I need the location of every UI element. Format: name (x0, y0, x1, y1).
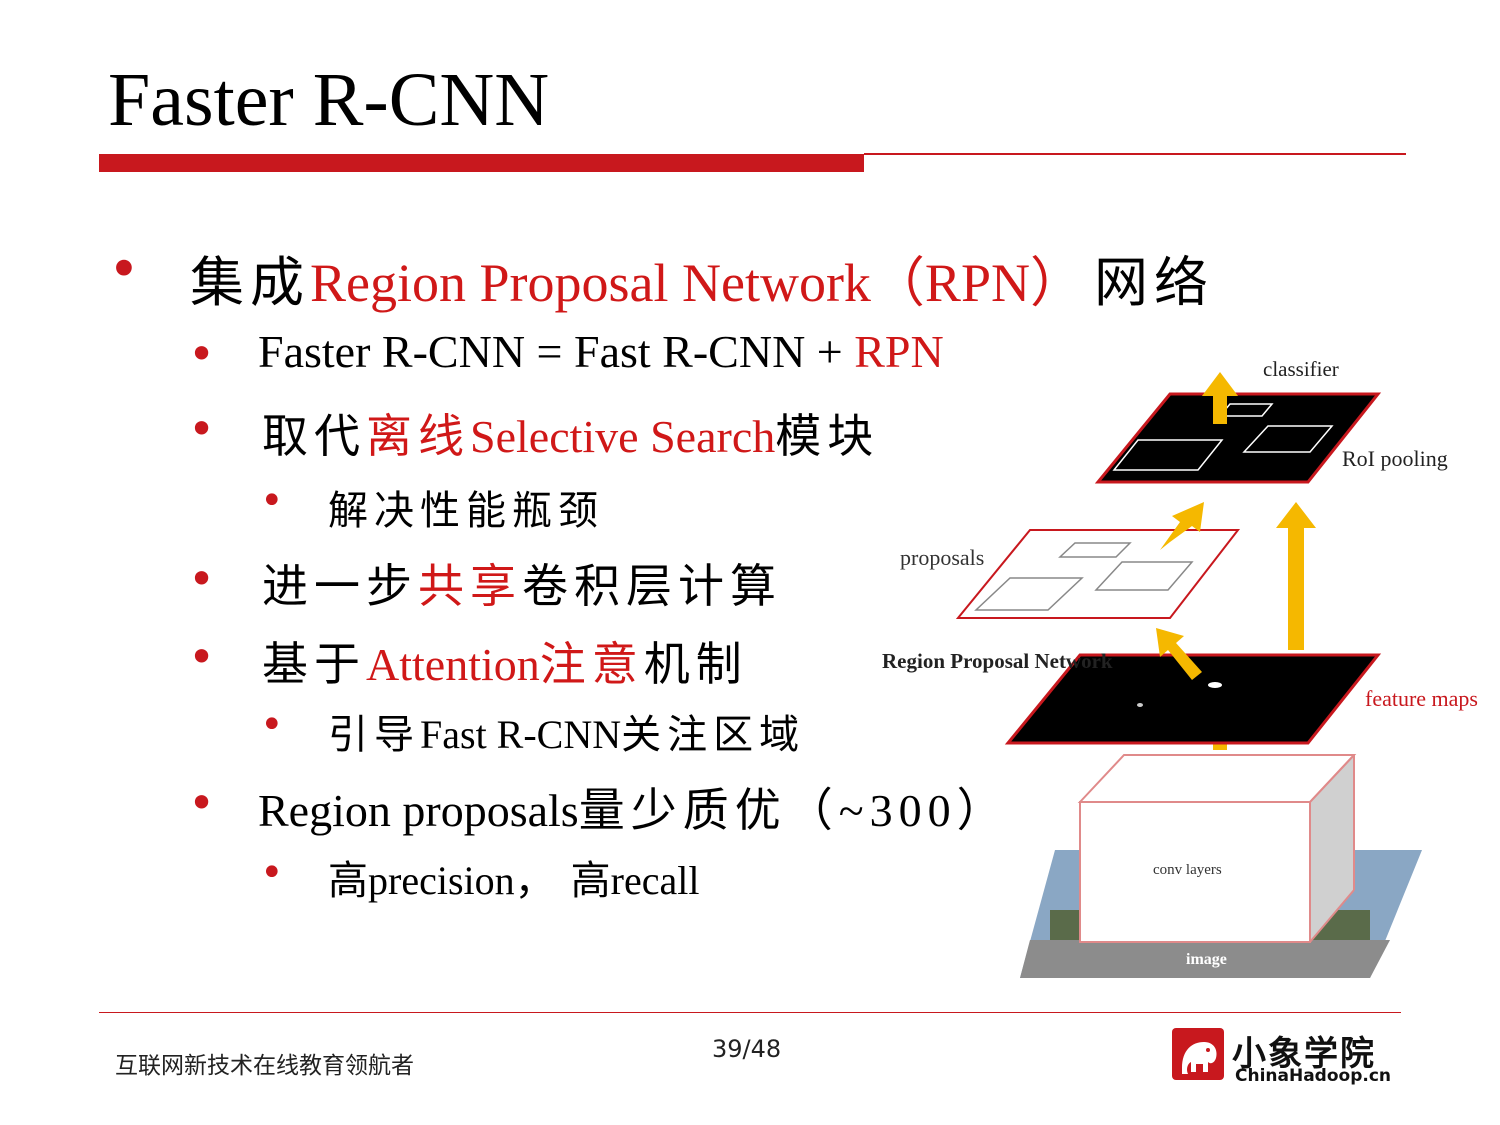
diagram-label-conv: conv layers (1153, 862, 1222, 878)
bullet-share-conv: 进一步共享卷积层计算 (262, 550, 782, 616)
diagram-label-feature-maps: feature maps (1365, 686, 1478, 711)
bullet-highlight: 注意 (539, 639, 644, 690)
bullet-formula: Faster R-CNN = Fast R-CNN + RPN (258, 325, 944, 378)
logo-name-cn: 小象学院 (1232, 1034, 1376, 1074)
arrow-diagonal-icon (1156, 628, 1202, 680)
title-underline-thin (864, 153, 1406, 155)
bullet-highlight: Attention (366, 639, 540, 690)
bullet-text: 基于 (262, 639, 366, 690)
bullet-text: recall (610, 858, 700, 903)
bullet-text: precision， (368, 858, 555, 903)
bullet-text: 网络 (1093, 253, 1214, 313)
bullet-region-proposals: Region proposals量少质优（~300） (258, 774, 1009, 840)
elephant-logo-icon (1172, 1028, 1224, 1080)
proposals-layer: proposals (900, 529, 1241, 619)
bullet-highlight: RPN (854, 326, 944, 377)
bullet-text: 进一步 (262, 561, 418, 612)
bullet-text: 解决性能瓶颈 (328, 488, 604, 533)
bullet-dot: • (260, 702, 284, 748)
bullet-highlight: 共享 (418, 561, 522, 612)
arrow-diagonal-icon (1160, 502, 1204, 550)
logo-name-en: ChinaHadoop.cn (1235, 1066, 1392, 1086)
bullet-highlight: Selective Search (470, 411, 776, 462)
diagram-label-roi-pooling: RoI pooling (1342, 446, 1448, 471)
bullet-highlight: Region Proposal Network（RPN） (310, 253, 1084, 313)
bullet-text: 集成 (190, 253, 310, 313)
bullet-text: Fast R-CNN (420, 712, 622, 757)
bullet-text: 引导 (328, 712, 420, 757)
bullet-dot: • (108, 238, 140, 301)
bullet-dot: • (260, 850, 284, 896)
slide-title: Faster R-CNN (108, 58, 550, 142)
conv-layers-box: conv layers (1077, 754, 1357, 943)
bullet-text: 机制 (643, 639, 748, 690)
bullet-dot: • (188, 552, 216, 606)
bullet-text: Region proposals (258, 785, 579, 836)
diagram-label-proposals: proposals (900, 545, 984, 570)
diagram-label-rpn: Region Proposal Network (882, 649, 1113, 673)
bullet-selective-search: 取代离线Selective Search模块 (262, 400, 879, 466)
bullet-text: 量少质优（~300） (578, 785, 1009, 836)
bullet-dot: • (260, 478, 284, 524)
bullet-highlight: 离线 (366, 411, 470, 462)
bullet-guide-roi: 引导Fast R-CNN关注区域 (328, 702, 805, 760)
feature-maps-layer: feature maps (1004, 653, 1478, 745)
bullet-dot: • (188, 402, 216, 456)
bullet-text: Faster R-CNN = Fast R-CNN + (258, 326, 855, 377)
footer-divider (99, 1012, 1401, 1013)
title-underline-thick (99, 154, 864, 172)
faster-rcnn-diagram: image conv layers feature maps Region Pr… (882, 357, 1478, 978)
bullet-text: 取代 (262, 411, 366, 462)
bullet-text: 卷积层计算 (522, 561, 782, 612)
bullet-dot: • (188, 776, 216, 830)
bullet-text: 模块 (775, 411, 880, 462)
bullet-precision-recall: 高precision，高recall (328, 848, 699, 906)
arrow-up-icon (1202, 372, 1238, 424)
bullet-text: 高 (328, 858, 368, 903)
diagram-label-image: image (1186, 951, 1227, 968)
arrow-up-icon (1276, 502, 1316, 650)
bullet-bottleneck: 解决性能瓶颈 (328, 478, 604, 536)
bullet-attention: 基于Attention注意机制 (262, 628, 748, 694)
bullet-text: 关注区域 (621, 712, 806, 757)
diagram-label-classifier: classifier (1263, 357, 1339, 381)
bullet-dot: • (188, 630, 216, 684)
bullet-dot: • (188, 327, 216, 381)
roi-pooling-layer: RoI pooling (1094, 392, 1448, 484)
bullet-rpn: 集成Region Proposal Network（RPN）网络 (190, 238, 1214, 317)
footer-slogan: 互联网新技术在线教育领航者 (115, 1053, 414, 1079)
page-number: 39/48 (712, 1035, 782, 1063)
bullet-text: 高 (570, 858, 611, 903)
